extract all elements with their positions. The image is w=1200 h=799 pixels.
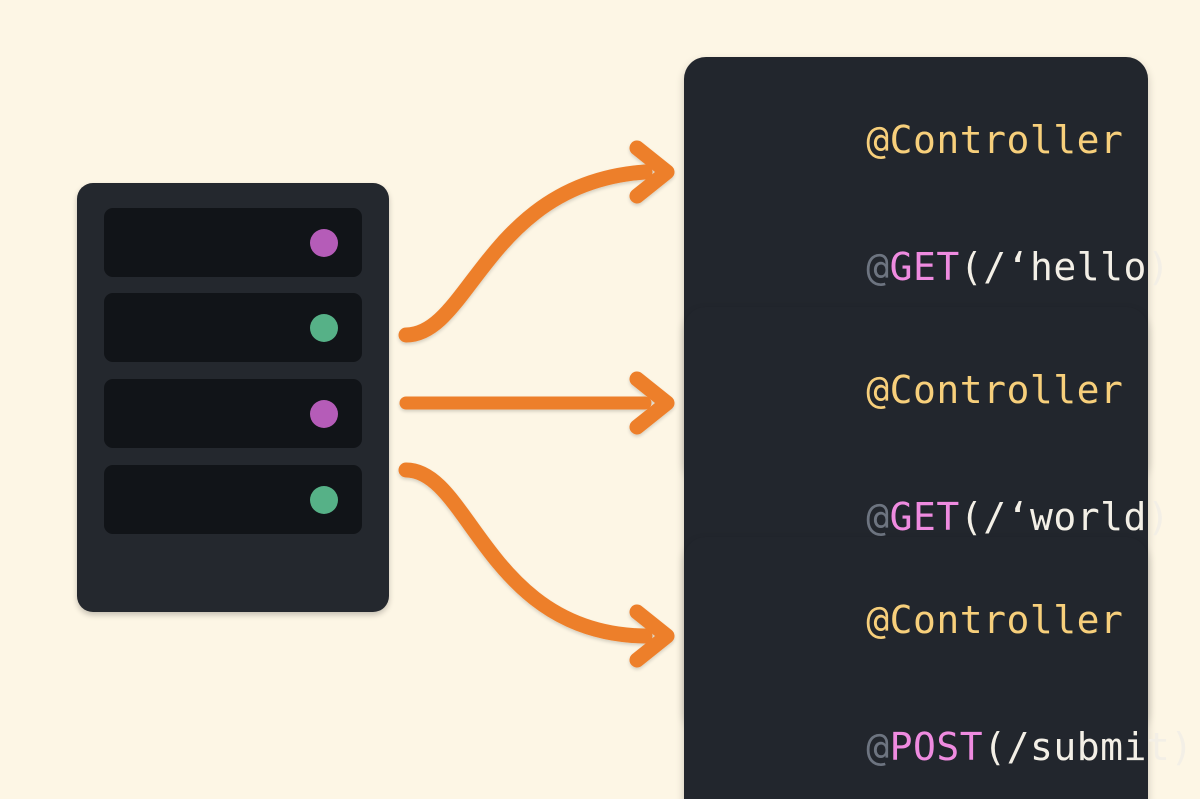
server-slot-2 bbox=[104, 293, 362, 362]
route-line: @GET(/‘hello) bbox=[684, 204, 1169, 331]
http-method: POST bbox=[889, 725, 984, 770]
decorator-line: @Controller bbox=[684, 327, 1148, 454]
server-slot-4 bbox=[104, 465, 362, 534]
arrow-to-submit bbox=[398, 462, 675, 668]
server-rack bbox=[77, 183, 389, 612]
route-path: (/submit) bbox=[983, 725, 1194, 770]
route-line: @GET(/‘world) bbox=[684, 454, 1169, 581]
at-symbol: @ bbox=[866, 725, 890, 770]
server-slot-3 bbox=[104, 379, 362, 448]
led-green-icon bbox=[310, 485, 338, 514]
arrow-to-world bbox=[399, 371, 675, 435]
led-green-icon bbox=[310, 313, 338, 342]
server-slot-1 bbox=[104, 208, 362, 277]
route-path: (/‘hello) bbox=[959, 245, 1171, 290]
controller-decorator: @Controller bbox=[866, 368, 1124, 413]
arrow-to-hello bbox=[398, 140, 675, 343]
decorator-line: @Controller bbox=[684, 557, 1148, 684]
at-symbol: @ bbox=[866, 495, 890, 540]
controller-decorator: @Controller bbox=[866, 118, 1124, 163]
controller-card-submit[interactable]: @Controller @POST(/submit) Submit bbox=[684, 537, 1193, 799]
led-purple-icon bbox=[310, 228, 338, 257]
at-symbol: @ bbox=[866, 245, 890, 290]
controller-decorator: @Controller bbox=[866, 598, 1124, 643]
decorator-line: @Controller bbox=[684, 77, 1148, 204]
led-purple-icon bbox=[310, 399, 338, 428]
route-path: (/‘world) bbox=[959, 495, 1171, 540]
http-method: GET bbox=[889, 495, 960, 540]
http-method: GET bbox=[889, 245, 960, 290]
route-line: @POST(/submit) bbox=[684, 684, 1193, 799]
